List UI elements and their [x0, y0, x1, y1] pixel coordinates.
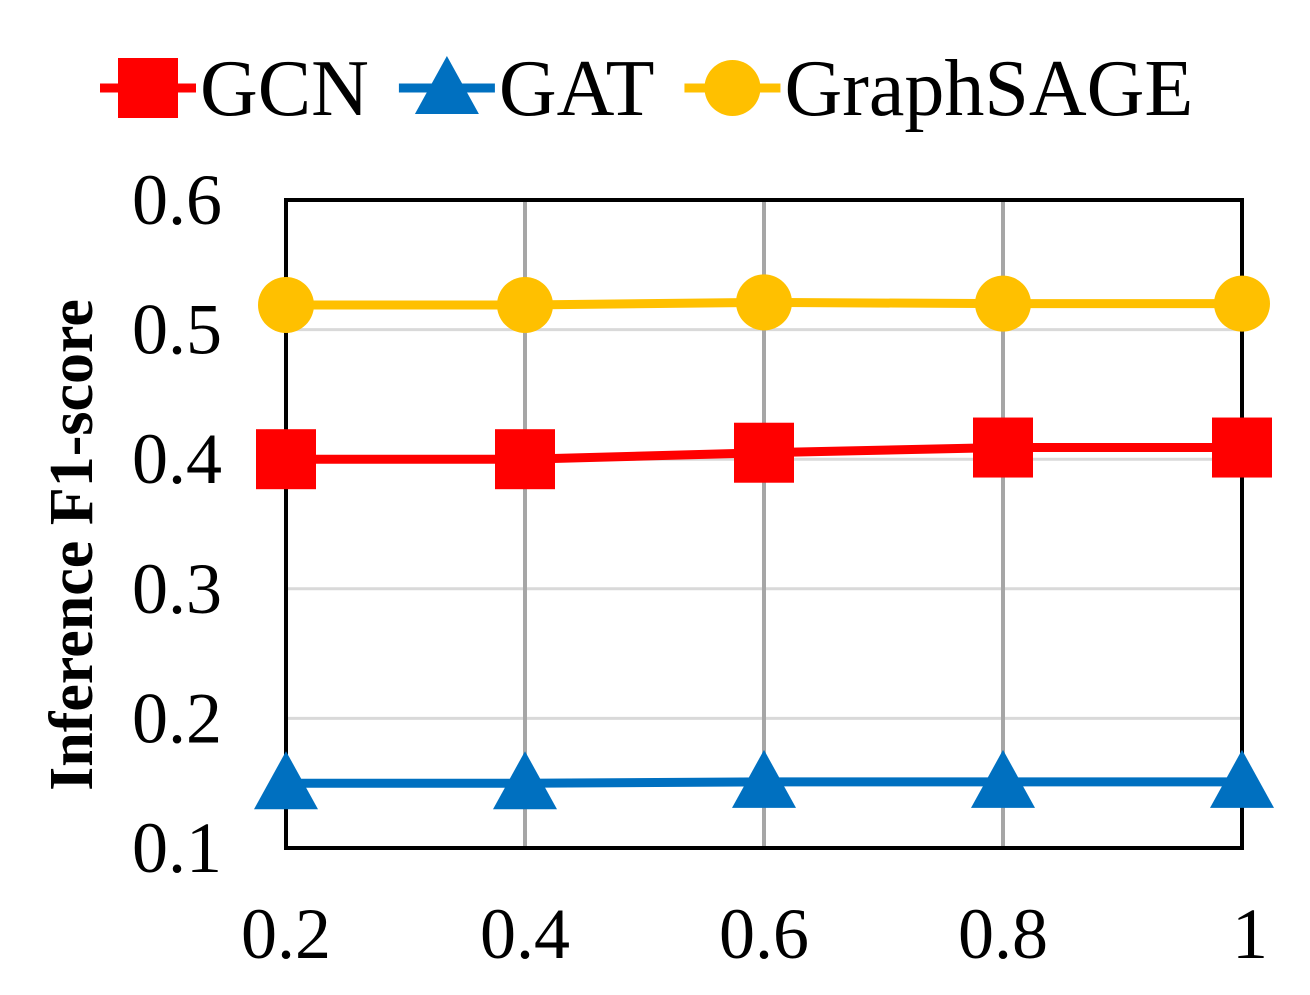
y-axis-title: Inference F1-score: [38, 299, 106, 791]
legend-marker-gcn: [118, 58, 178, 118]
data-point-graphsage-2: [736, 274, 792, 331]
data-point-gcn-3: [973, 417, 1033, 478]
data-point-gat-1: [493, 751, 557, 810]
data-point-graphsage-3: [975, 275, 1031, 332]
legend-item-graphsage: GraphSAGE: [684, 45, 1193, 133]
x-axis-ticks: 0.2 0.4 0.6 0.8 1: [241, 894, 1268, 974]
data-point-gcn-4: [1212, 417, 1272, 478]
data-point-gcn-0: [256, 429, 316, 490]
series-graphsage: [258, 274, 1270, 333]
data-point-gcn-1: [495, 429, 555, 490]
y-axis-ticks: 0.1 0.2 0.3 0.4 0.5 0.6: [132, 160, 222, 888]
y-tick-label-1: 0.2: [132, 678, 222, 758]
legend-label-gat: GAT: [499, 45, 655, 133]
y-tick-label-3: 0.4: [132, 419, 222, 499]
series-gcn: [256, 417, 1272, 490]
y-tick-label-0: 0.1: [132, 808, 222, 888]
data-point-gat-0: [254, 751, 318, 810]
legend-marker-graphsage: [704, 60, 761, 116]
legend-label-graphsage: GraphSAGE: [784, 45, 1193, 133]
legend-label-gcn: GCN: [200, 45, 369, 133]
x-tick-label-1: 0.4: [480, 894, 570, 974]
x-tick-label-0: 0.2: [241, 894, 331, 974]
series-gat: [254, 749, 1274, 810]
y-tick-label-2: 0.3: [132, 549, 222, 629]
legend-item-gcn: GCN: [100, 45, 369, 133]
data-point-graphsage-1: [497, 276, 553, 333]
x-tick-label-3: 0.8: [958, 894, 1048, 974]
y-tick-label-4: 0.5: [132, 290, 222, 370]
legend: GCN GAT GraphSAGE: [100, 45, 1193, 133]
data-point-graphsage-0: [258, 276, 314, 333]
data-point-graphsage-4: [1214, 275, 1270, 332]
data-point-gcn-2: [734, 422, 794, 483]
legend-item-gat: GAT: [398, 45, 655, 133]
data-point-gat-3: [971, 749, 1035, 808]
x-tick-label-2: 0.6: [719, 894, 809, 974]
legend-marker-gat: [414, 56, 479, 114]
x-tick-label-4: 1: [1232, 894, 1268, 974]
data-point-gat-2: [732, 749, 796, 808]
data-point-gat-4: [1210, 749, 1274, 808]
y-tick-label-5: 0.6: [132, 160, 222, 240]
plot-area-frame: [284, 198, 1244, 850]
series-layer: [254, 274, 1274, 810]
